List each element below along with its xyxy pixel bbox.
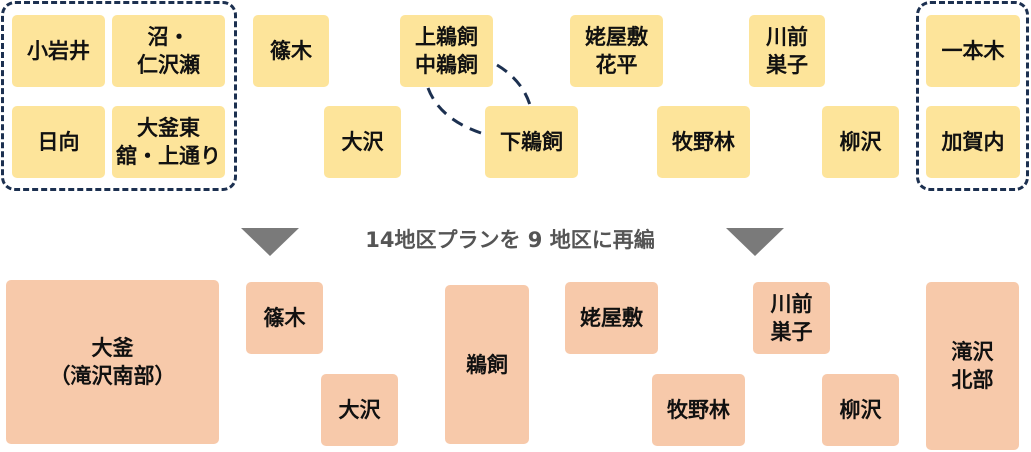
down-arrow-icon-right [726,228,784,256]
district-kawamae-sugo: 川前 巣子 [749,15,825,87]
district-shinoki: 篠木 [253,15,329,87]
new-district-ukai: 鵜飼 [445,285,529,444]
district-numa-nisawase: 沼・ 仁沢瀬 [112,15,225,87]
district-osawa: 大沢 [324,106,401,178]
district-koiwai: 小岩井 [12,15,105,87]
district-ubayashiki-kedai: 姥屋敷 花平 [570,15,663,87]
new-district-osawa: 大沢 [321,374,398,446]
merge-group-south [1,1,237,191]
ukai-link-arc-lower [426,87,485,136]
new-district-makinobayashi: 牧野林 [652,374,745,446]
down-arrow-icon-left [241,228,299,256]
district-kagauchi: 加賀内 [926,106,1020,178]
new-district-kawamae-sugo: 川前 巣子 [753,282,830,354]
district-yanagisawa: 柳沢 [822,106,899,178]
district-ogama-higashi: 大釜東 舘・上通り [112,106,225,178]
district-kami-naka-ukai: 上鵜飼 中鵜飼 [400,15,493,87]
merge-group-north [916,1,1029,191]
district-makinobayashi: 牧野林 [657,106,750,178]
district-ipponki: 一本木 [926,15,1020,87]
district-hinata: 日向 [12,106,105,178]
new-district-shinoki: 篠木 [246,282,323,354]
reorganization-caption: 14地区プランを 9 地区に再編 [365,228,655,252]
new-district-ubayashiki: 姥屋敷 [565,282,658,354]
ukai-link-arc-upper [496,63,532,106]
new-district-yanagisawa: 柳沢 [822,374,899,446]
new-district-ogama: 大釜 （滝沢南部） [6,280,219,444]
district-shimo-ukai: 下鵜飼 [485,106,578,178]
new-district-takizawa-north: 滝沢 北部 [926,282,1019,450]
